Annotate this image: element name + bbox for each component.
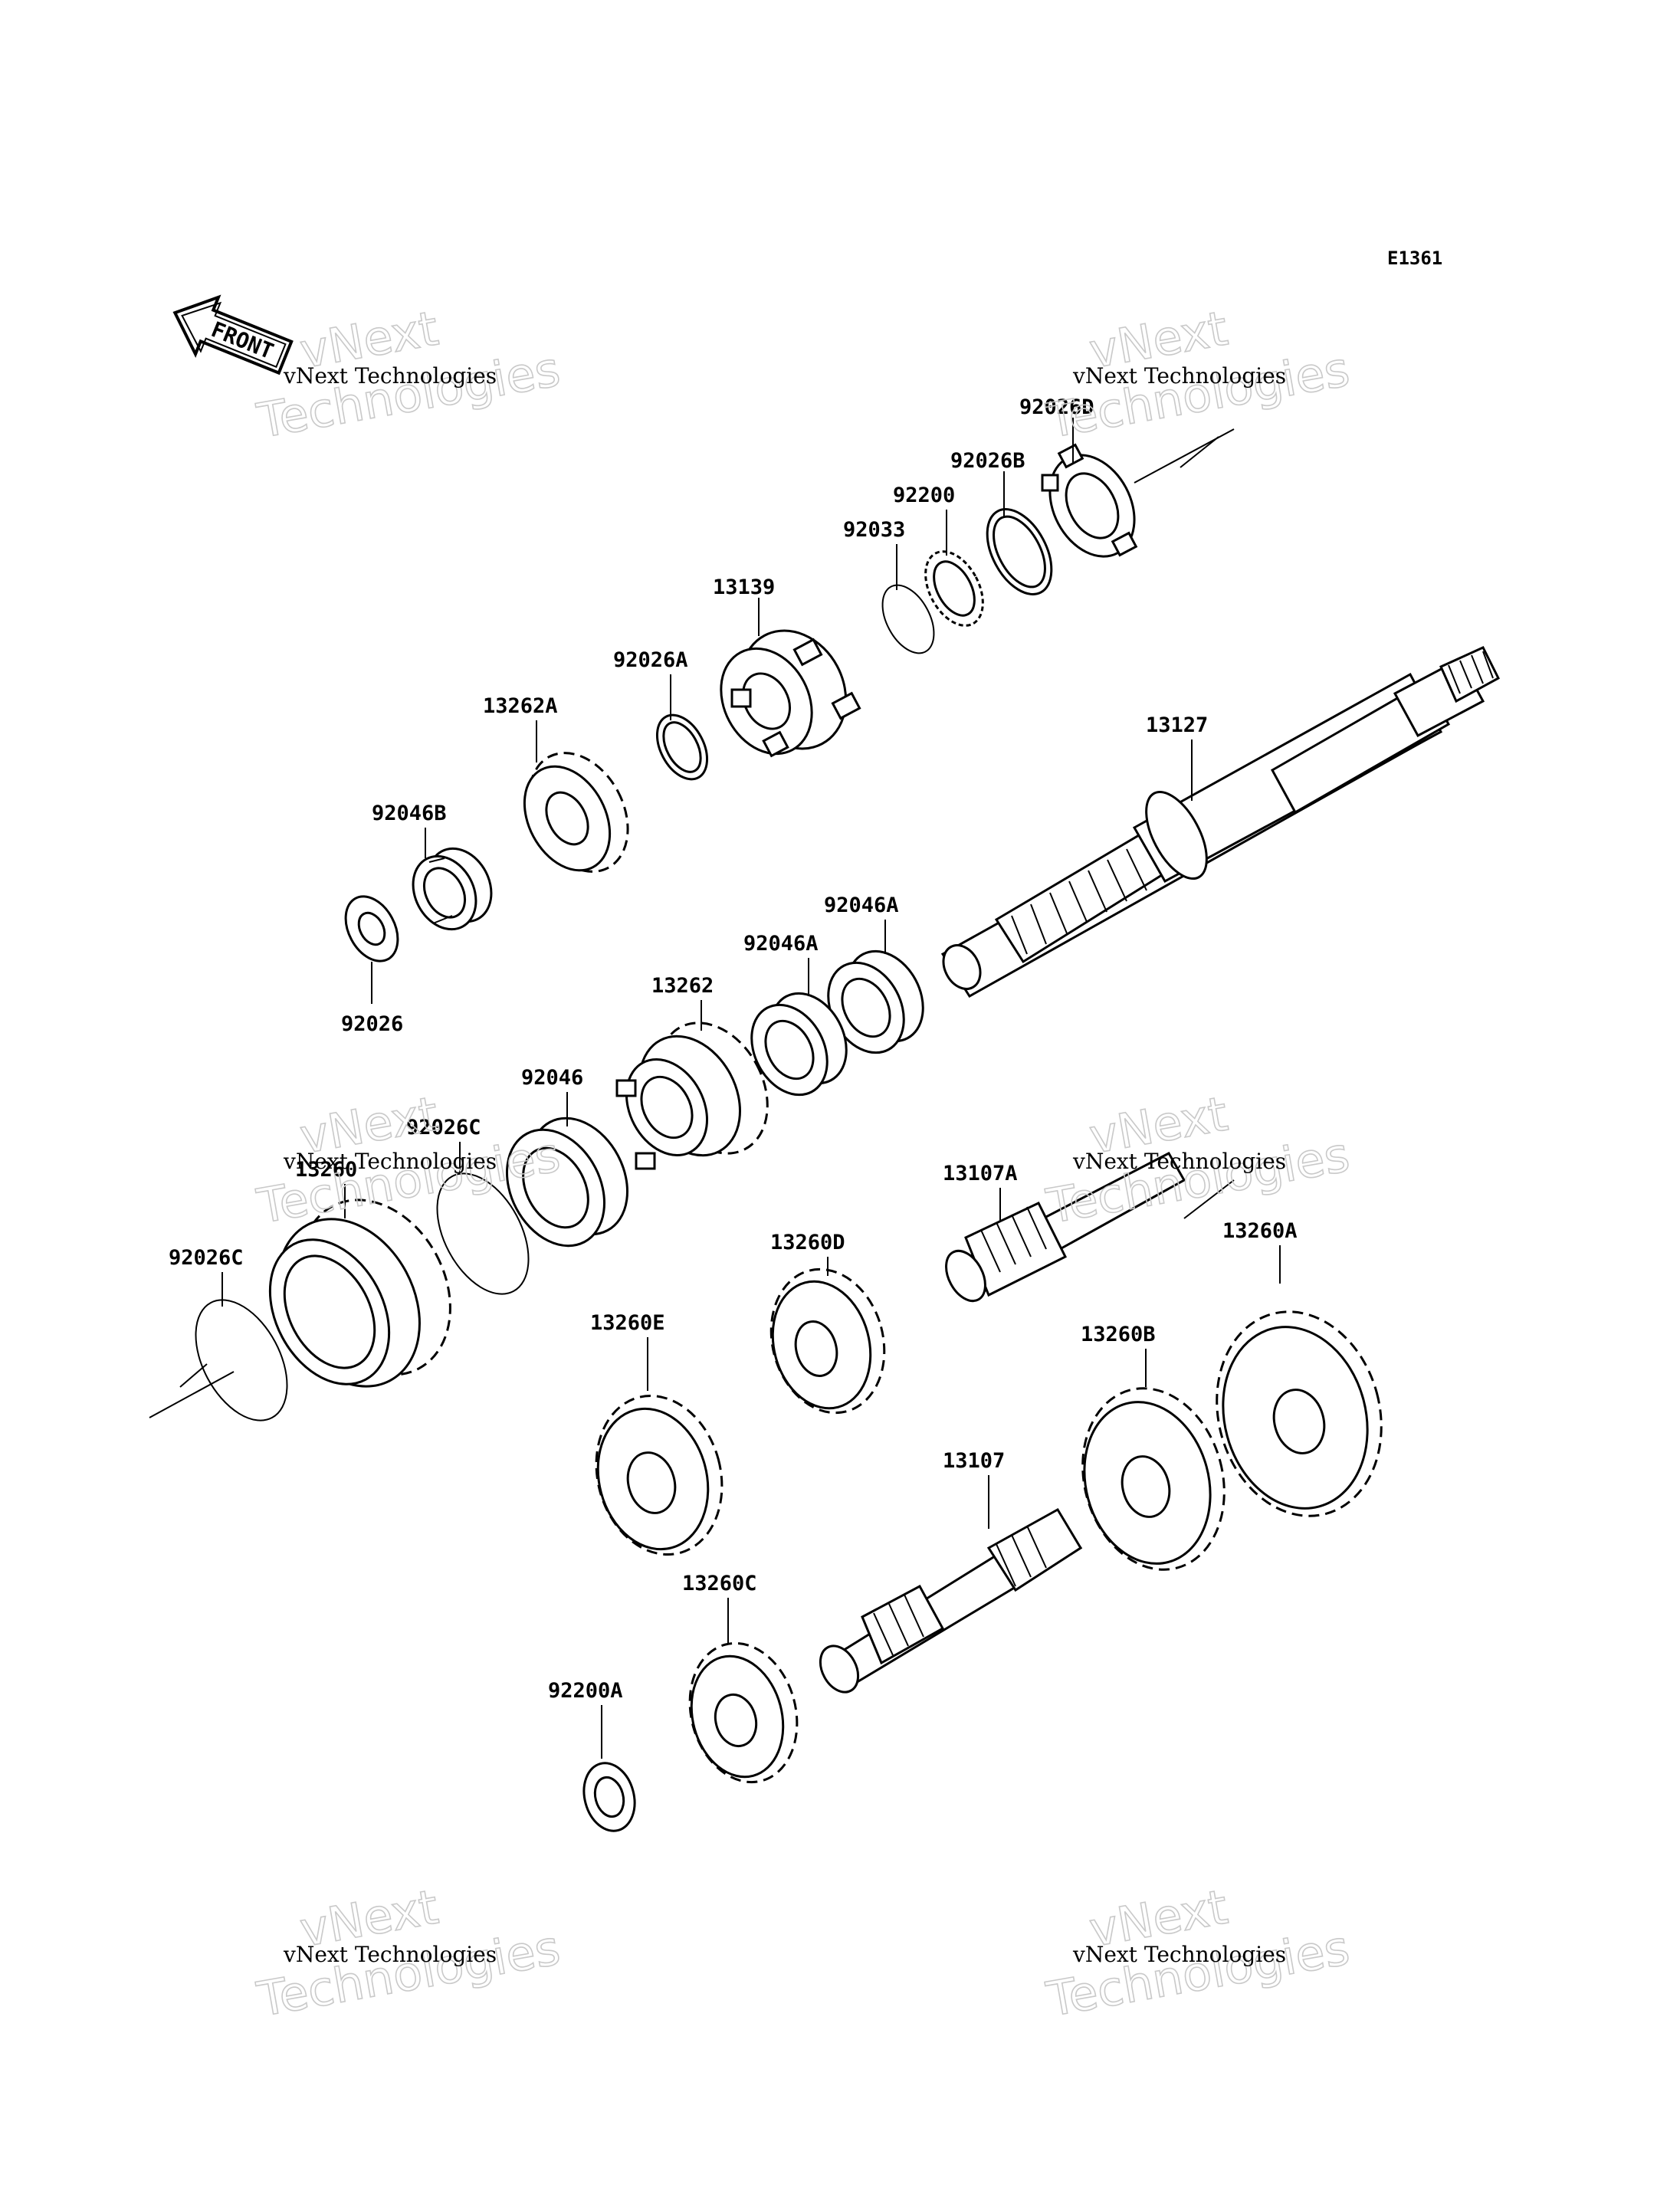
watermark-text: vNext Technologies xyxy=(1072,1149,1286,1174)
label-13260C: 13260C xyxy=(682,1572,757,1595)
watermark-bottom-left: vNext Technologies vNext Technologies xyxy=(252,1878,564,2028)
lock-washer-92026D xyxy=(1041,443,1138,558)
label-13260E: 13260E xyxy=(590,1311,665,1335)
gear-13260C xyxy=(688,1641,799,1784)
shaft-13107A xyxy=(945,1152,1186,1303)
label-92026B: 92026B xyxy=(950,449,1025,473)
needle-bearing-92046A-upper xyxy=(827,949,924,1054)
label-13139: 13139 xyxy=(713,575,775,599)
label-13127: 13127 xyxy=(1146,713,1208,737)
diagram-code: E1361 xyxy=(1387,248,1442,269)
gear-13260D xyxy=(769,1267,886,1415)
washer-92026 xyxy=(344,895,399,962)
needle-bearing-92046B xyxy=(412,847,493,931)
front-arrow-icon: FRONT xyxy=(172,294,294,375)
label-13262: 13262 xyxy=(651,974,714,998)
ring-92026C-lower xyxy=(195,1299,288,1421)
label-92200A: 92200A xyxy=(548,1679,623,1703)
label-13260A: 13260A xyxy=(1222,1219,1298,1243)
label-13107A: 13107A xyxy=(943,1162,1018,1185)
gear-13260A xyxy=(1216,1310,1383,1517)
label-92046A-upper: 92046A xyxy=(824,894,899,917)
label-13260: 13260 xyxy=(295,1158,357,1182)
label-92026C-upper: 92026C xyxy=(406,1116,481,1139)
watermark-text: vNext Technologies xyxy=(1072,1942,1286,1967)
label-92026A: 92026A xyxy=(613,648,688,672)
label-92026C-lower: 92026C xyxy=(169,1246,244,1270)
watermark-text: vNext Technologies xyxy=(283,1942,497,1967)
watermark-top-right: vNext Technologies vNext Technologies xyxy=(1042,300,1354,450)
shifter-dog-13139 xyxy=(720,629,861,758)
watermark-text: vNext Technologies xyxy=(1072,363,1286,389)
washer-92026B xyxy=(986,508,1053,595)
label-92200: 92200 xyxy=(893,484,955,507)
label-92033: 92033 xyxy=(843,518,905,542)
watermark-text: vNext Technologies xyxy=(283,363,497,389)
watermark-bottom-right: vNext Technologies vNext Technologies xyxy=(1042,1878,1354,2028)
label-92026D: 92026D xyxy=(1019,395,1094,419)
label-92046A-lower: 92046A xyxy=(743,932,819,956)
main-shaft-13127 xyxy=(940,646,1500,998)
leader-lines xyxy=(149,418,1281,1759)
needle-bearing-92046A-lower xyxy=(750,992,848,1097)
gear-13262 xyxy=(615,1021,769,1170)
watermark-text: vNext Technologies xyxy=(283,1149,497,1174)
watermark-top-left: vNext Technologies vNext Technologies xyxy=(252,300,564,450)
circlip-92033 xyxy=(881,584,935,654)
label-13107: 13107 xyxy=(943,1449,1005,1473)
label-92046B: 92046B xyxy=(372,802,447,825)
part-labels: 92026D 92026B 92200 92033 13139 92026A 1… xyxy=(169,395,1298,1703)
label-13262A: 13262A xyxy=(483,694,558,718)
label-92046: 92046 xyxy=(521,1066,583,1090)
washer-92200A xyxy=(582,1762,636,1832)
label-13260D: 13260D xyxy=(770,1231,845,1254)
shaft-13107 xyxy=(819,1507,1083,1694)
splined-washer-92200 xyxy=(924,550,984,627)
gear-13260B xyxy=(1081,1387,1226,1571)
needle-bearing-92046 xyxy=(505,1117,629,1248)
ring-92026C-upper xyxy=(436,1172,530,1295)
washer-92026A xyxy=(655,713,709,781)
label-92026: 92026 xyxy=(341,1012,403,1036)
label-13260B: 13260B xyxy=(1081,1323,1156,1346)
gear-13262A xyxy=(523,752,629,873)
gear-13260E xyxy=(595,1394,724,1556)
watermark-mid-right: vNext Technologies vNext Technologies xyxy=(1042,1085,1354,1235)
gear-13260 xyxy=(268,1199,451,1388)
